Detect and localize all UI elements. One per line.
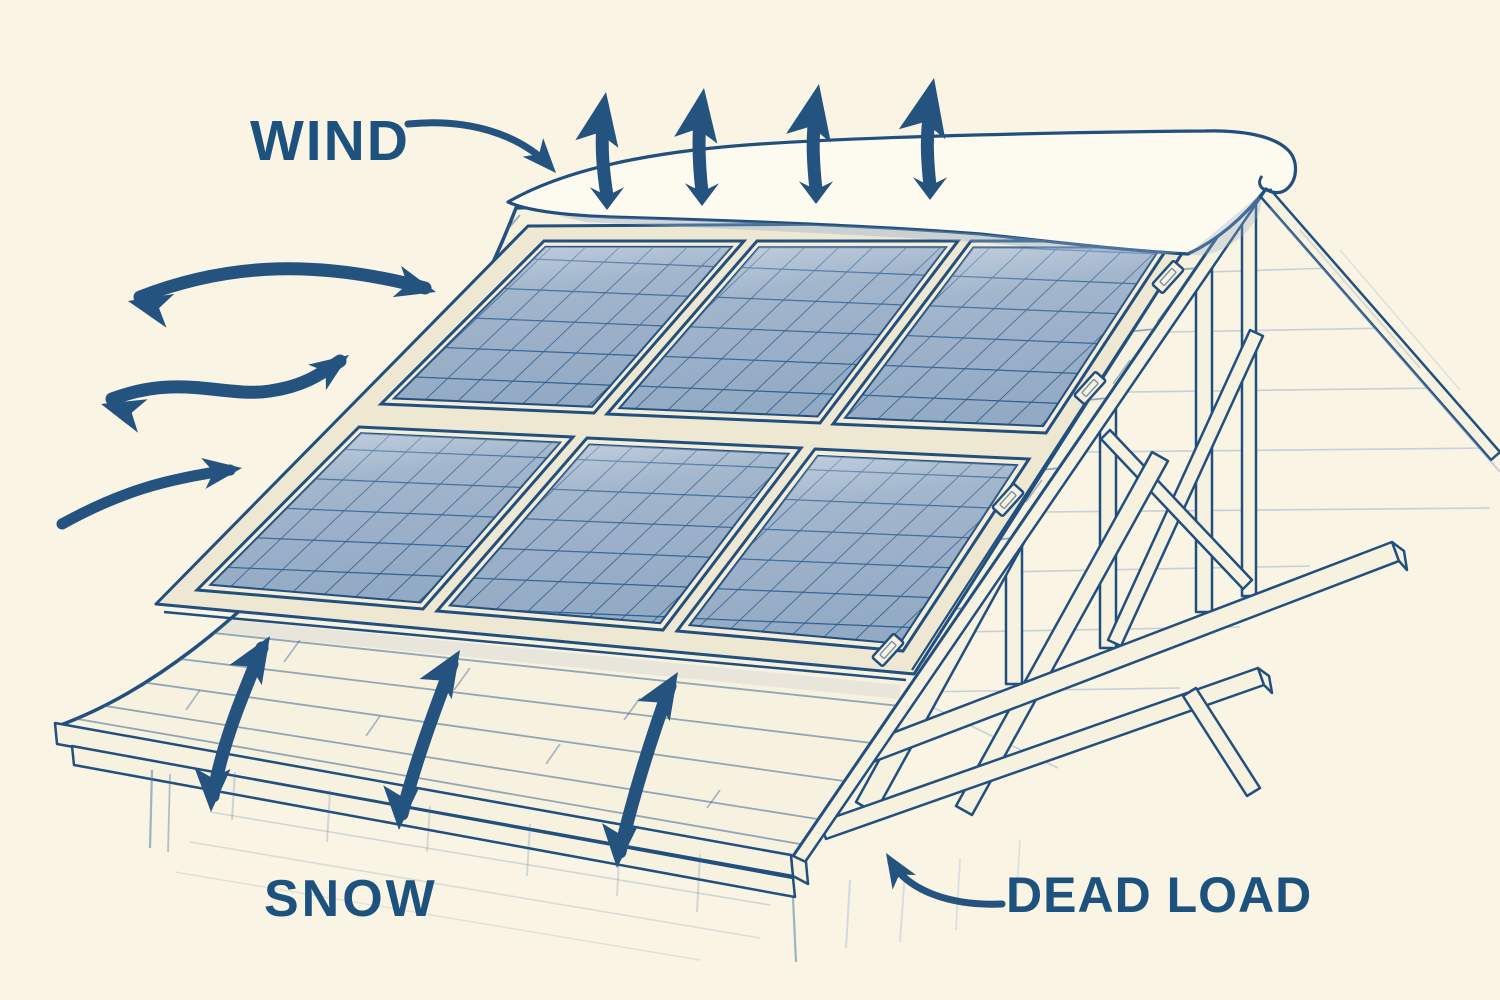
truss-web-diagonal xyxy=(1106,328,1265,648)
wall-sketch xyxy=(148,769,798,963)
mount-brackets xyxy=(871,260,1185,667)
dead-load-label: DEAD LOAD xyxy=(1006,867,1312,923)
solar-array xyxy=(154,220,1204,682)
snow-label: SNOW xyxy=(264,870,438,928)
wind-label: WIND xyxy=(250,109,410,173)
snow-load-arrow xyxy=(380,639,477,831)
back-rafter-ghost-line xyxy=(1269,207,1500,473)
truss-web-diagonal xyxy=(1099,428,1254,591)
snow-load-arrow xyxy=(598,661,695,870)
wind-stream-arrow xyxy=(96,342,358,433)
mount-bracket xyxy=(1151,260,1185,294)
snow-load-arrow xyxy=(192,625,287,813)
truss-stud xyxy=(1240,194,1258,598)
mount-bracket xyxy=(1073,371,1107,405)
beam-end-cap xyxy=(1256,666,1274,695)
mount-bracket xyxy=(871,633,905,667)
uplift-arrow xyxy=(674,84,726,206)
snow-load-arrows xyxy=(192,625,695,870)
corner-brace xyxy=(1181,686,1262,798)
bottom-rail-line xyxy=(163,610,907,682)
wind-pointer-arrow xyxy=(404,119,567,183)
dead-load-pointer-arrow xyxy=(874,845,1006,908)
beam-end-cap xyxy=(1390,540,1409,572)
snow-curl xyxy=(1258,175,1273,192)
right-rail-line xyxy=(911,231,1197,671)
sketch-stroke xyxy=(1339,249,1461,391)
snow-lobe-shadow xyxy=(1188,196,1262,256)
fascia-corner-return xyxy=(789,853,810,886)
uplift-arrow xyxy=(898,73,958,200)
wind-stream-arrow xyxy=(124,262,441,328)
uplift-arrow xyxy=(786,79,842,204)
snow-shadow xyxy=(560,216,1180,255)
gable-brace xyxy=(954,450,1170,817)
wind-stream-arrows xyxy=(56,262,441,530)
uplift-arrows xyxy=(575,73,958,210)
sketch-stroke xyxy=(1299,229,1421,369)
wind-stream-arrow xyxy=(56,452,245,530)
mount-bracket xyxy=(991,483,1025,517)
label-pointers xyxy=(404,119,1006,908)
wall-hatch-right xyxy=(845,839,1021,949)
uplift-arrow xyxy=(575,88,628,210)
